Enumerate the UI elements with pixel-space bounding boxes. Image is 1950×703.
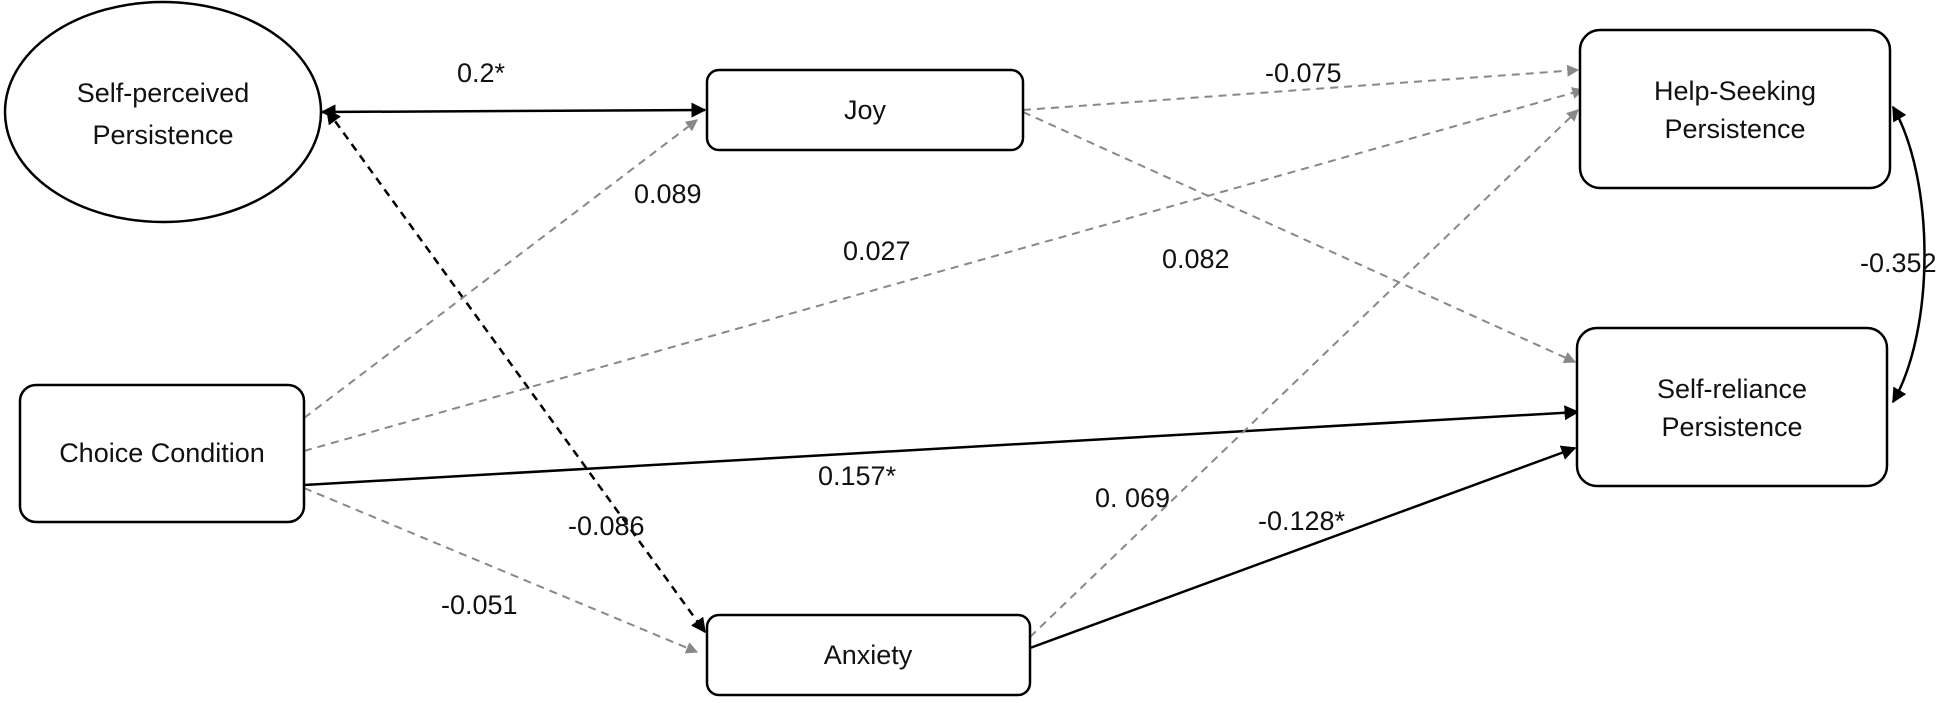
node-choice-condition: Choice Condition bbox=[18, 383, 306, 524]
edge-label-joy-self-reliance: 0.082 bbox=[1162, 244, 1230, 274]
edge-label-self-perceived-joy: 0.2* bbox=[457, 58, 506, 88]
node-label-line-1: Choice Condition bbox=[59, 438, 265, 468]
edge-anxiety-help-seeking bbox=[1029, 109, 1579, 638]
edge-self-perceived-anxiety bbox=[325, 108, 707, 634]
node-label-line-2: Persistence bbox=[1664, 114, 1805, 144]
edge-joy-self-reliance bbox=[1022, 111, 1577, 364]
edge-label-choice-anxiety: -0.051 bbox=[441, 590, 518, 620]
node-help-seeking-persistence: Help-Seeking Persistence bbox=[1578, 28, 1892, 190]
node-label-line-1: Anxiety bbox=[824, 640, 913, 670]
edge-choice-joy bbox=[303, 119, 698, 419]
edge-self-perceived-joy bbox=[320, 102, 707, 120]
node-label-line-2: Persistence bbox=[92, 120, 233, 150]
node-shape bbox=[705, 68, 1025, 152]
nodes: Self-perceived Persistence Joy Choice Co… bbox=[3, 0, 1892, 697]
edge-anxiety-self-reliance bbox=[1029, 445, 1577, 650]
edge-choice-self-reliance bbox=[303, 405, 1580, 487]
edge-label-self-perceived-anxiety: -0.086 bbox=[568, 511, 645, 541]
node-label-line-1: Joy bbox=[844, 95, 887, 125]
edge-label-anxiety-help-seeking: 0. 069 bbox=[1095, 483, 1170, 513]
node-shape bbox=[1575, 326, 1889, 488]
edge-help-seeking-self-reliance bbox=[1891, 105, 1926, 404]
node-shape bbox=[705, 613, 1032, 697]
node-label-line-1: Help-Seeking bbox=[1654, 76, 1816, 106]
node-joy: Joy bbox=[705, 68, 1025, 152]
edge-label-joy-help-seeking: -0.075 bbox=[1265, 58, 1342, 88]
node-shape bbox=[3, 0, 323, 224]
edge-joy-help-seeking bbox=[1022, 64, 1580, 111]
node-label-line-1: Self-reliance bbox=[1657, 374, 1807, 404]
node-label-line-1: Self-perceived bbox=[77, 78, 250, 108]
edge-label-choice-joy: 0.089 bbox=[634, 179, 702, 209]
node-self-reliance-persistence: Self-reliance Persistence bbox=[1575, 326, 1889, 488]
edges bbox=[303, 64, 1926, 654]
edge-label-anxiety-self-reliance: -0.128* bbox=[1258, 506, 1346, 536]
edge-choice-help-seeking bbox=[303, 87, 1585, 452]
node-self-perceived-persistence: Self-perceived Persistence bbox=[3, 0, 323, 224]
node-shape bbox=[18, 383, 306, 524]
node-anxiety: Anxiety bbox=[705, 613, 1032, 697]
edge-label-choice-self-reliance: 0.157* bbox=[818, 461, 897, 491]
edge-label-help-seeking-self-reliance: -0.352 bbox=[1860, 248, 1937, 278]
edge-label-choice-help-seeking: 0.027 bbox=[843, 236, 911, 266]
node-label-line-2: Persistence bbox=[1661, 412, 1802, 442]
edge-choice-anxiety bbox=[303, 487, 699, 654]
node-shape bbox=[1578, 28, 1892, 190]
edge-labels: 0.2* -0.086 0.089 0.027 0.157* -0.051 -0… bbox=[441, 58, 1937, 620]
